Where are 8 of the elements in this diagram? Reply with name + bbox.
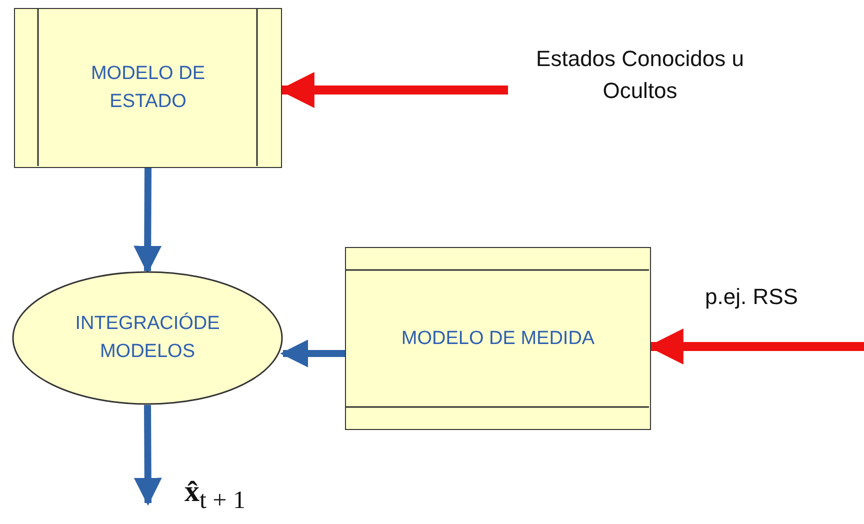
input-text: Estados Conocidos u Ocultos [515, 44, 765, 106]
process-ellipse: INTEGRACIÓDE MODELOS [12, 271, 283, 405]
arrow [280, 340, 345, 368]
process-box: MODELO DE ESTADO [14, 8, 282, 168]
arrow [134, 168, 162, 274]
output-text: x̂$_{t + 1}$ [155, 470, 275, 520]
arrow [134, 404, 162, 506]
process-box: MODELO DE MEDIDA [345, 247, 651, 430]
